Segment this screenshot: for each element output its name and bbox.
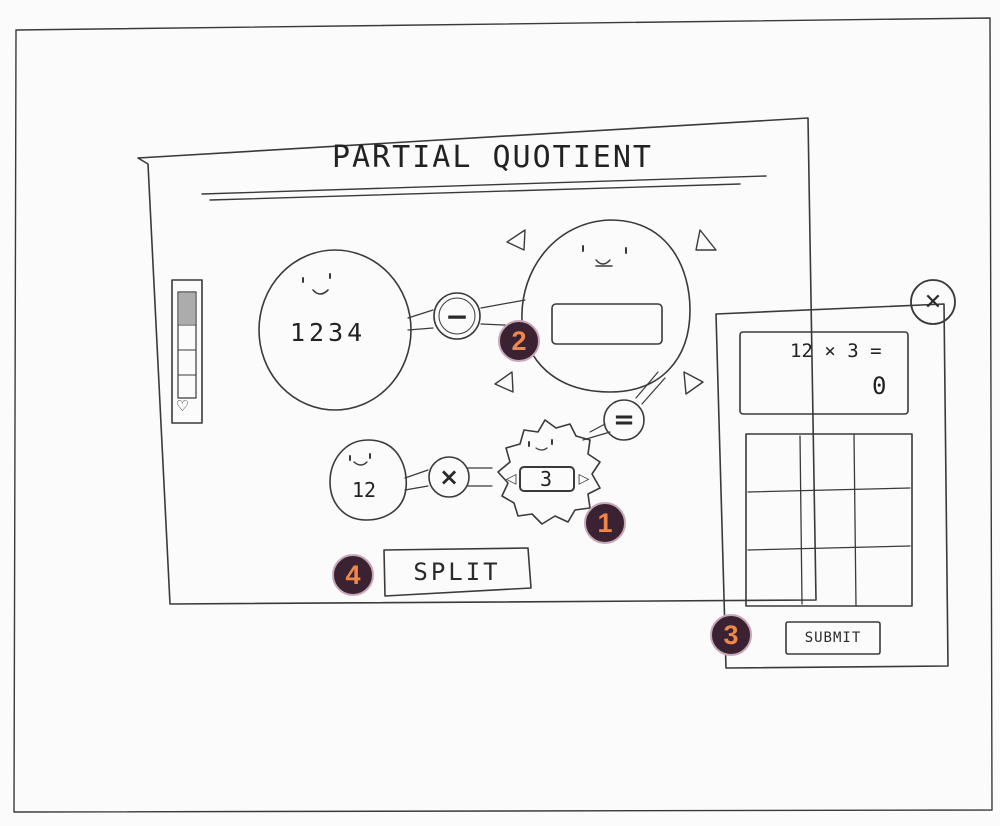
health-meter-fill bbox=[179, 293, 195, 324]
subtract-operator-ring bbox=[433, 292, 481, 340]
multiply-operator-label: × bbox=[438, 463, 460, 491]
keypad-key[interactable] bbox=[856, 548, 910, 604]
result-blob bbox=[521, 219, 691, 393]
keypad bbox=[748, 436, 910, 604]
equation-text: 12 × 3 = bbox=[790, 340, 882, 362]
result-face bbox=[582, 245, 627, 267]
divisor-value: 12 bbox=[352, 478, 377, 502]
drag-handle-icons bbox=[494, 229, 717, 395]
dividend-face bbox=[302, 273, 331, 295]
keypad-key[interactable] bbox=[856, 492, 910, 548]
marker-3: 3 bbox=[710, 614, 752, 656]
result-input-box bbox=[551, 303, 663, 345]
keypad-key[interactable] bbox=[802, 436, 856, 492]
keypad-key[interactable] bbox=[856, 436, 910, 492]
main-window-frame bbox=[137, 117, 817, 605]
stepper-increment-button[interactable]: ▷ bbox=[578, 471, 590, 487]
multiplier-stepper-box bbox=[519, 466, 575, 492]
equation-result: 0 bbox=[872, 372, 887, 400]
subtract-operator-label: − bbox=[445, 299, 469, 333]
calculator-panel-frame bbox=[715, 303, 949, 669]
close-icon: ✕ bbox=[923, 289, 943, 315]
keypad-key[interactable] bbox=[748, 548, 802, 604]
marker-1: 1 bbox=[584, 502, 626, 544]
close-button-ring bbox=[910, 279, 956, 325]
stepper-decrement-button[interactable]: ◁ bbox=[505, 471, 517, 487]
split-button-outline bbox=[383, 547, 532, 597]
submit-button-outline bbox=[785, 621, 881, 655]
multiply-operator-ring bbox=[428, 456, 470, 498]
keypad-grid bbox=[745, 433, 913, 607]
keypad-key[interactable] bbox=[802, 548, 856, 604]
keypad-key[interactable] bbox=[748, 492, 802, 548]
heart-icon: ♡ bbox=[177, 396, 188, 417]
page-title: PARTIAL QUOTIENT bbox=[332, 140, 653, 175]
multiplier-value: 3 bbox=[540, 467, 553, 491]
keypad-key[interactable] bbox=[748, 436, 802, 492]
submit-button[interactable]: SUBMIT bbox=[787, 623, 879, 653]
keypad-key[interactable] bbox=[802, 492, 856, 548]
close-button[interactable]: ✕ bbox=[912, 281, 954, 323]
outer-frame bbox=[13, 17, 993, 813]
health-meter bbox=[171, 279, 203, 424]
equals-operator-button[interactable]: = bbox=[605, 401, 643, 439]
submit-button-label: SUBMIT bbox=[804, 630, 862, 646]
split-button[interactable]: SPLIT bbox=[386, 551, 528, 593]
multiplier-blob bbox=[497, 419, 601, 525]
subtract-operator-button[interactable]: − bbox=[436, 295, 478, 337]
divisor-face bbox=[349, 453, 371, 466]
marker-2: 2 bbox=[498, 320, 540, 362]
marker-4: 4 bbox=[332, 554, 374, 596]
split-button-label: SPLIT bbox=[413, 558, 501, 586]
equals-operator-ring bbox=[603, 399, 645, 441]
equals-operator-label: = bbox=[613, 405, 635, 435]
result-input[interactable] bbox=[554, 306, 660, 342]
title-underline bbox=[201, 175, 767, 201]
equation-display-frame bbox=[739, 331, 909, 415]
dividend-value: 1234 bbox=[290, 318, 367, 347]
divisor-blob bbox=[329, 439, 408, 521]
multiply-operator-button[interactable]: × bbox=[430, 458, 468, 496]
multiplier-face bbox=[528, 439, 553, 451]
